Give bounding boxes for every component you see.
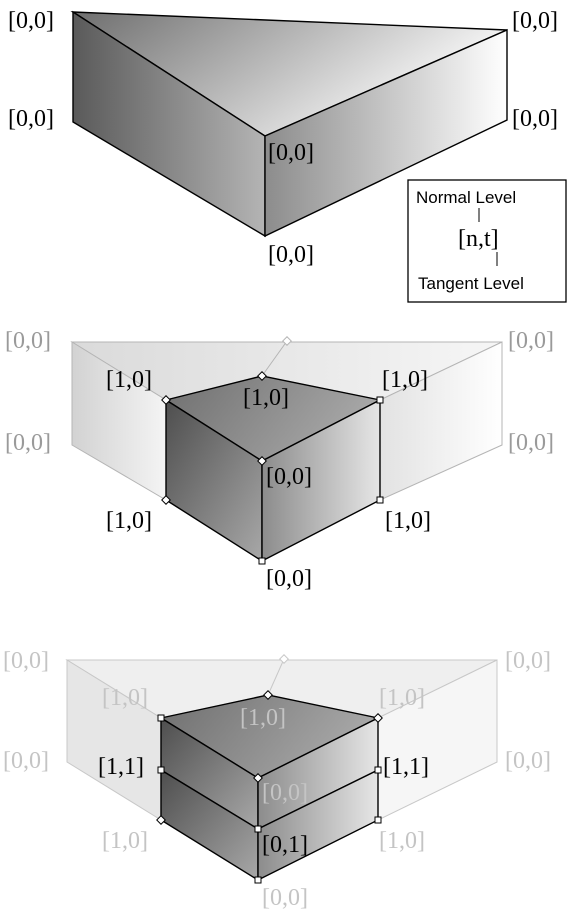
panel-2-label-inner-bottom-left: [1,0]: [106, 508, 152, 534]
panel-2-handle: [376, 396, 384, 404]
panel-1-label-mid-left: [0,0]: [8, 106, 54, 132]
panel-1-label-center: [0,0]: [268, 140, 314, 166]
panel-3-label-outer-top-right: [0,0]: [505, 648, 551, 674]
panel-2-handles: [161, 371, 384, 565]
legend-frame: [407, 179, 567, 303]
panel-2-label-inner-top-left: [1,0]: [106, 367, 152, 393]
panel-3-handle: [263, 690, 273, 700]
panel-3-handle: [373, 713, 383, 723]
panel-3-handle: [156, 815, 166, 825]
panel-3-label-faded-bottom-left: [1,0]: [102, 828, 148, 854]
panel-3-label-mid-left: [1,1]: [98, 754, 144, 780]
panel-3-label-faded-bottom-right: [1,0]: [379, 828, 425, 854]
panel-3-label-mid-right: [1,1]: [383, 754, 429, 780]
panel-3-back-handle: [279, 654, 289, 664]
panel-2-back-edge: [261, 340, 288, 377]
panel-2-label-inner-center: [0,0]: [266, 464, 312, 490]
panel-2-handle: [376, 496, 384, 504]
panel-3-handle: [157, 766, 165, 774]
panel-3-handles: [156, 690, 383, 884]
legend-key: [n,t]: [458, 226, 499, 252]
panel-2-label-inner-top-right: [1,0]: [382, 367, 428, 393]
panel-1-label-top-right: [0,0]: [512, 8, 558, 34]
panel-3-handle: [254, 825, 262, 833]
panel-3-handle: [157, 714, 165, 722]
panel-2-back-handle: [282, 336, 292, 346]
legend-normal-level: Normal Level: [416, 188, 516, 207]
panel-3-label-faded-center: [0,0]: [262, 780, 308, 806]
panel-2-label-outer-mid-right: [0,0]: [508, 430, 554, 456]
panel-3-label-bottom: [0,0]: [262, 885, 308, 911]
panel-1-label-mid-right: [0,0]: [512, 106, 558, 132]
panel-1-label-bottom: [0,0]: [268, 242, 314, 268]
panel-1-prism: [70, 10, 508, 238]
panel-2-label-inner-top-center: [1,0]: [243, 385, 289, 411]
panel-3-back-edge: [267, 658, 285, 696]
panel-2-handle: [161, 395, 171, 405]
panel-3-prism: [65, 654, 498, 884]
panel-1-right-face: [264, 28, 508, 238]
panel-3-label-faded-top-right: [1,0]: [379, 685, 425, 711]
panel-2-label-bottom: [0,0]: [266, 566, 312, 592]
panel-2-prism: [70, 336, 503, 565]
panel-3-handle: [374, 766, 382, 774]
panel-3-handle: [374, 816, 382, 824]
panel-2-label-outer-top-left: [0,0]: [5, 328, 51, 354]
panel-2-label-outer-top-right: [0,0]: [508, 328, 554, 354]
panel-2-label-outer-mid-left: [0,0]: [5, 430, 51, 456]
panel-2-handle: [257, 371, 267, 381]
panel-2-label-inner-bottom-right: [1,0]: [385, 508, 431, 534]
panel-3-handle: [254, 876, 262, 884]
panel-3-label-outer-mid-left: [0,0]: [3, 748, 49, 774]
panel-3-label-faded-top-left: [1,0]: [102, 685, 148, 711]
panel-1-label-top-left: [0,0]: [8, 8, 54, 34]
legend-box: Normal Level [n,t] Tangent Level: [407, 179, 567, 303]
panel-3-label-outer-mid-right: [0,0]: [505, 748, 551, 774]
panel-3-handle: [253, 773, 263, 783]
panel-2-handle: [258, 557, 266, 565]
panel-3-label-lower-center: [0,1]: [262, 832, 308, 858]
panel-3-label-faded-top-center: [1,0]: [240, 705, 286, 731]
panel-2-handle: [161, 495, 171, 505]
panel-2-handle: [257, 456, 267, 466]
legend-tangent-level: Tangent Level: [418, 274, 524, 293]
panel-3-label-outer-top-left: [0,0]: [3, 648, 49, 674]
